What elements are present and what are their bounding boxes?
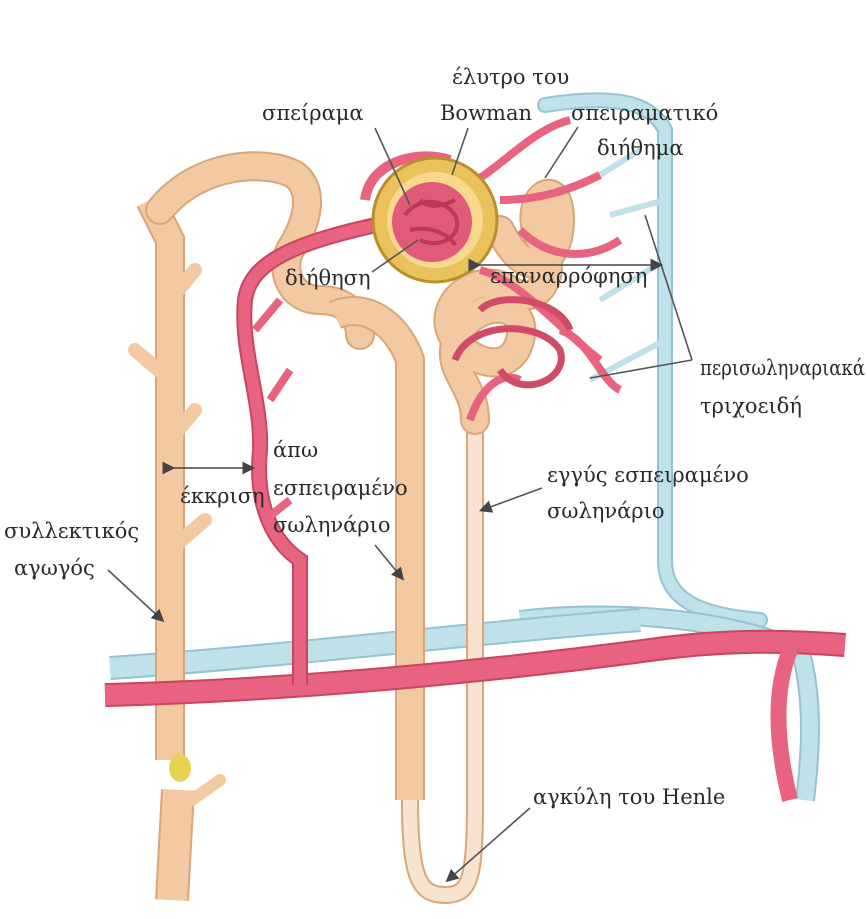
label-peritubular-line1: περισωληναριακά bbox=[700, 356, 865, 380]
label-distal-line2: εσπειραμένο bbox=[273, 476, 408, 500]
leader-collecting bbox=[108, 570, 162, 620]
collecting-duct bbox=[135, 200, 220, 900]
label-glomerulus: σπείραμα bbox=[262, 101, 364, 125]
leader-glomerular-filtrate bbox=[545, 127, 578, 178]
label-secretion: έκκριση bbox=[180, 484, 265, 508]
label-peritubular-line2: τριχοειδή bbox=[700, 394, 802, 418]
label-collecting-line1: συλλεκτικός bbox=[4, 519, 139, 543]
label-proximal-line1: εγγύς εσπειραμένο bbox=[547, 463, 749, 487]
label-distal-line1: άπω bbox=[273, 438, 318, 462]
label-glomerular-filtrate-line2: διήθημα bbox=[597, 136, 684, 160]
label-glomerular-filtrate-line1: σπειραματικό bbox=[571, 101, 718, 125]
label-collecting-line2: αγωγός bbox=[14, 556, 95, 580]
leader-proximal bbox=[482, 488, 542, 510]
label-filtration: διήθηση bbox=[285, 266, 371, 290]
label-proximal-line2: σωληνάριο bbox=[547, 499, 665, 523]
leader-henle bbox=[448, 808, 530, 880]
label-distal-line3: σωληνάριο bbox=[273, 513, 391, 537]
label-bowman-line1: έλυτρο του bbox=[452, 65, 569, 89]
label-henle: αγκύλη του Henle bbox=[533, 785, 725, 809]
label-reabsorption: επαναρρόφηση bbox=[490, 264, 647, 288]
label-bowman-line2: Bowman bbox=[440, 101, 532, 125]
